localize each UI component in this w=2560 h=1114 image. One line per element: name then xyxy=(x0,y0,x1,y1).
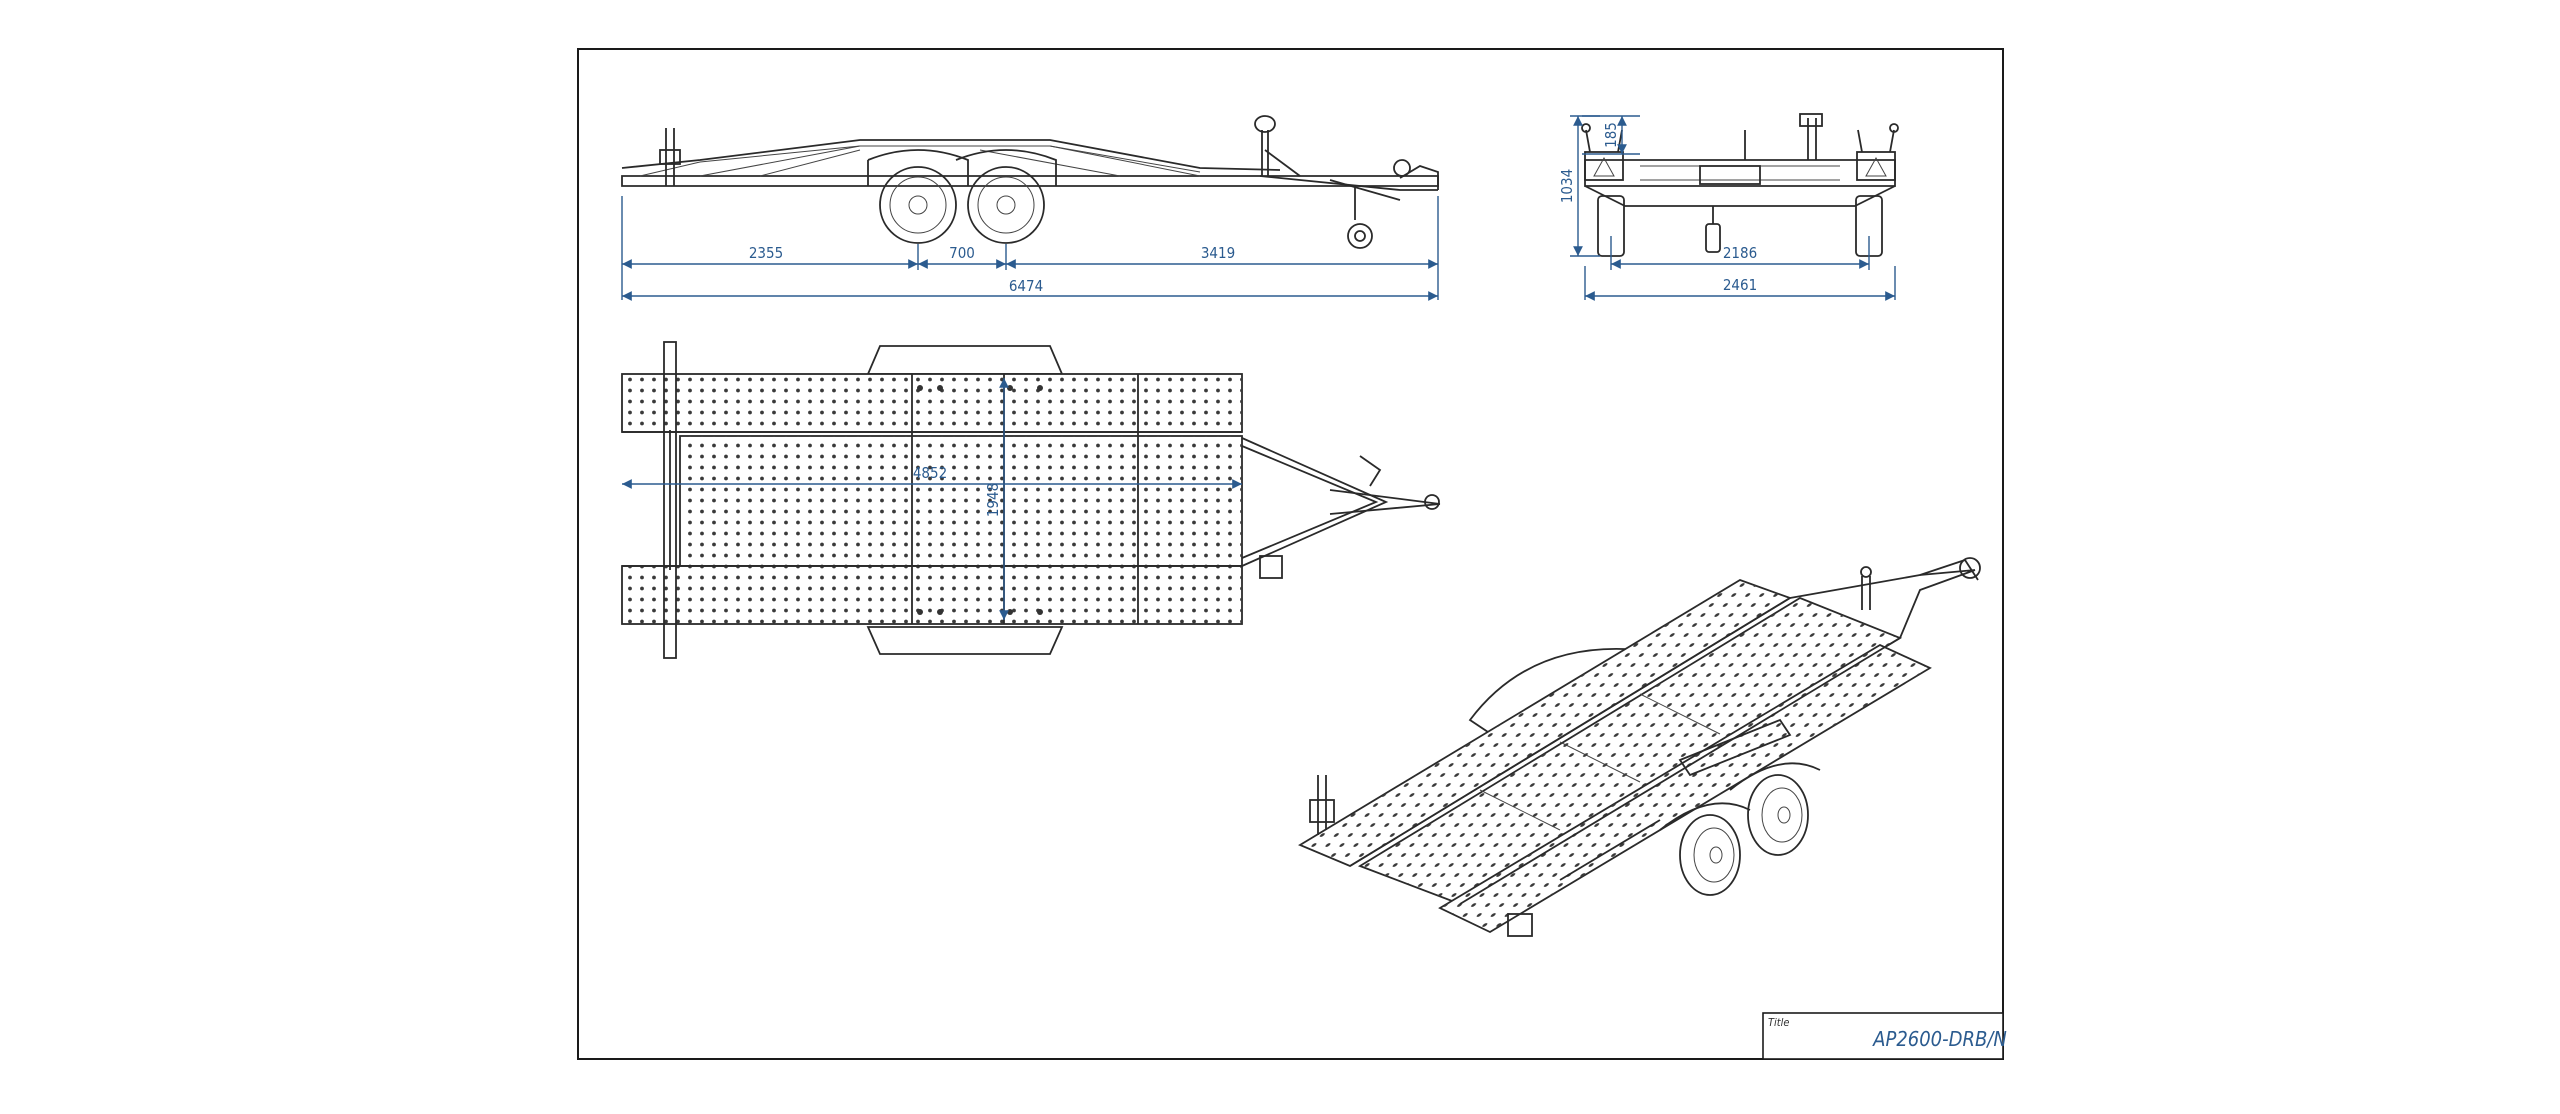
dim-front-185: 185 xyxy=(1602,122,1620,148)
dim-axle-spacing: 700 xyxy=(949,244,975,262)
side-view: 2355 700 3419 6474 xyxy=(621,115,1439,301)
dim-front-length: 3419 xyxy=(1201,244,1235,262)
dim-overall-length: 6474 xyxy=(1009,277,1043,295)
title-value: AP2600-DRB/N xyxy=(1872,1027,2007,1051)
isometric-view xyxy=(1298,557,1981,937)
dim-track-width: 2186 xyxy=(1723,244,1757,262)
drawing-frame xyxy=(577,48,2004,1060)
front-view: 185 1034 2186 2461 xyxy=(1558,113,1899,301)
title-label: Title xyxy=(1768,1016,1790,1029)
dim-deck-width: 1948 xyxy=(984,483,1002,517)
title-block: Title AP2600-DRB/N xyxy=(1762,1012,2007,1060)
dim-deck-length: 4852 xyxy=(913,464,947,482)
dim-front-height: 1034 xyxy=(1558,169,1576,203)
dim-rear-overhang: 2355 xyxy=(749,244,783,262)
dim-overall-width: 2461 xyxy=(1723,276,1757,294)
top-view: 4852 1948 xyxy=(621,341,1441,659)
